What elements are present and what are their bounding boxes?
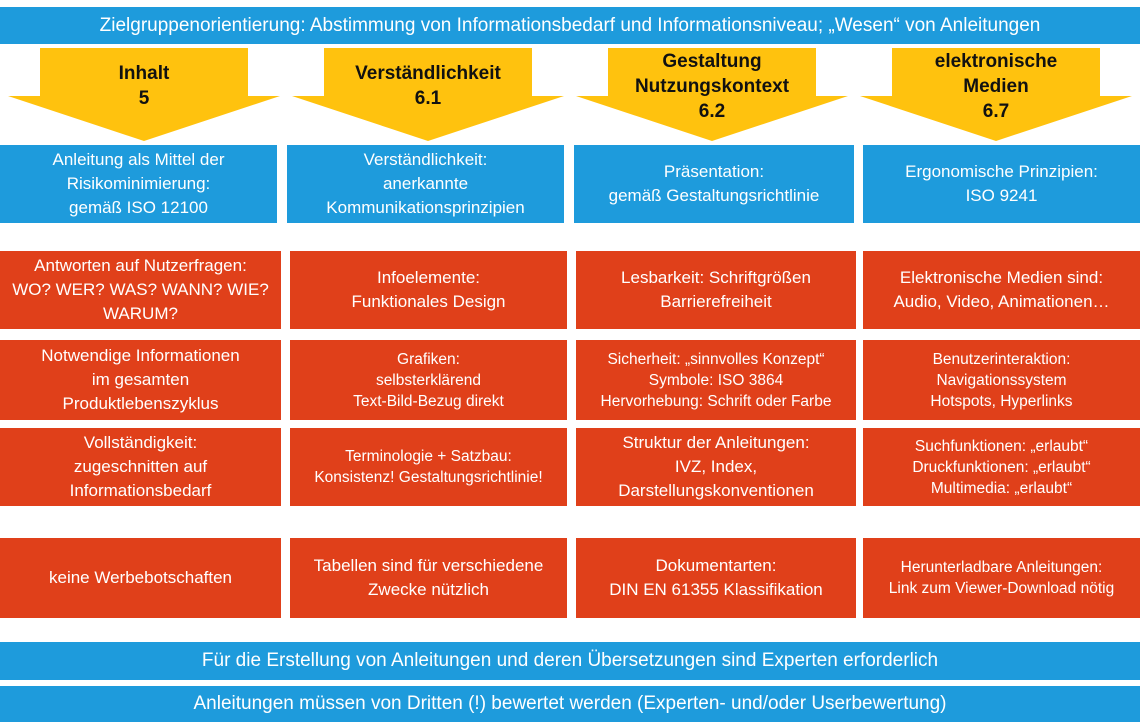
requirement-box: Notwendige Informationen im gesamten Pro… xyxy=(0,340,281,420)
footer-line-2: Anleitungen müssen von Dritten (!) bewer… xyxy=(193,693,947,714)
arrow-shape xyxy=(860,48,1132,141)
arrow-label: elektronische Medien 6.7 xyxy=(934,50,1058,122)
arrow-elektronische-medien: elektronische Medien 6.7 xyxy=(860,48,1132,141)
requirement-box: Suchfunktionen: „erlaubt“ Druckfunktione… xyxy=(863,428,1140,506)
footer-line-1: Für die Erstellung von Anleitungen und d… xyxy=(201,650,939,671)
header-banner: Zielgruppenorientierung: Abstimmung von … xyxy=(0,7,1140,44)
requirement-box: Vollständigkeit: zugeschnitten auf Infor… xyxy=(0,428,281,506)
arrow-inhalt: Inhalt 5 xyxy=(8,48,280,141)
requirement-box: Herunterladbare Anleitungen: Link zum Vi… xyxy=(863,538,1140,618)
arrow-shape xyxy=(8,48,280,141)
principle-box-gestaltung: Präsentation: gemäß Gestaltungsrichtlini… xyxy=(574,145,854,223)
requirement-box: Benutzerinteraktion: Navigationssystem H… xyxy=(863,340,1140,420)
arrow-label: Gestaltung Nutzungskontext 6.2 xyxy=(634,50,790,122)
requirement-box: Infoelemente: Funktionales Design xyxy=(290,251,567,329)
requirement-box: Grafiken: selbsterklärend Text-Bild-Bezu… xyxy=(290,340,567,420)
arrow-gestaltung: Gestaltung Nutzungskontext 6.2 xyxy=(576,48,848,141)
arrow-verstaendlichkeit: Verständlichkeit 6.1 xyxy=(292,48,564,141)
principle-box-verstaendlichkeit: Verständlichkeit: anerkannte Kommunikati… xyxy=(287,145,564,223)
footer-banner-experts: Für die Erstellung von Anleitungen und d… xyxy=(0,642,1140,680)
requirement-box: Tabellen sind für verschiedene Zwecke nü… xyxy=(290,538,567,618)
requirement-box: Terminologie + Satzbau: Konsistenz! Gest… xyxy=(290,428,567,506)
footer-banner-evaluation: Anleitungen müssen von Dritten (!) bewer… xyxy=(0,686,1140,722)
requirement-box: Struktur der Anleitungen: IVZ, Index, Da… xyxy=(576,428,856,506)
principle-box-elektronische-medien: Ergonomische Prinzipien: ISO 9241 xyxy=(863,145,1140,223)
requirement-box: Antworten auf Nutzerfragen: WO? WER? WAS… xyxy=(0,251,281,329)
requirement-box: Sicherheit: „sinnvolles Konzept“ Symbole… xyxy=(576,340,856,420)
header-title: Zielgruppenorientierung: Abstimmung von … xyxy=(99,14,1041,36)
requirement-box: Elektronische Medien sind: Audio, Video,… xyxy=(863,251,1140,329)
arrow-shape xyxy=(292,48,564,141)
requirement-box: keine Werbebotschaften xyxy=(0,538,281,618)
requirement-box: Lesbarkeit: Schriftgrößen Barrierefreihe… xyxy=(576,251,856,329)
arrow-label: Verständlichkeit 6.1 xyxy=(355,62,501,109)
arrow-label: Inhalt 5 xyxy=(118,62,170,109)
arrow-shape xyxy=(576,48,848,141)
principle-box-inhalt: Anleitung als Mittel der Risikominimieru… xyxy=(0,145,277,223)
requirement-box: Dokumentarten: DIN EN 61355 Klassifikati… xyxy=(576,538,856,618)
